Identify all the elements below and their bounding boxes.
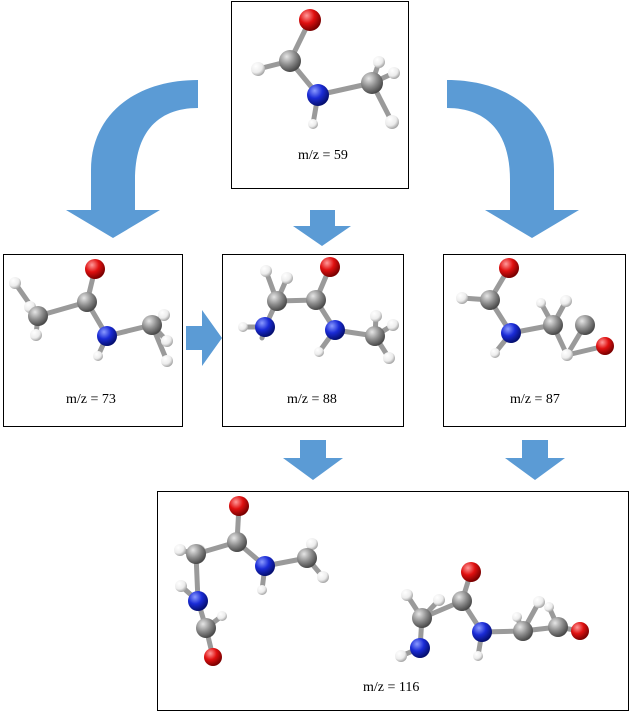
right-arrow bbox=[186, 310, 222, 366]
label-mz-116: m/z = 116 bbox=[363, 680, 420, 695]
down-arrow-center bbox=[293, 210, 351, 246]
down-arrow-right bbox=[505, 440, 565, 480]
label-mz-87: m/z = 87 bbox=[510, 392, 560, 407]
label-mz-59: m/z = 59 bbox=[298, 148, 348, 163]
label-mz-88: m/z = 88 bbox=[287, 392, 337, 407]
curved-arrow-left bbox=[66, 80, 198, 238]
down-arrow-middle bbox=[283, 440, 343, 480]
molecule-box-right bbox=[443, 254, 626, 427]
curved-arrow-right bbox=[447, 80, 579, 238]
molecule-59 bbox=[255, 17, 397, 127]
label-mz-73: m/z = 73 bbox=[66, 392, 116, 407]
molecule-87 bbox=[459, 265, 608, 358]
